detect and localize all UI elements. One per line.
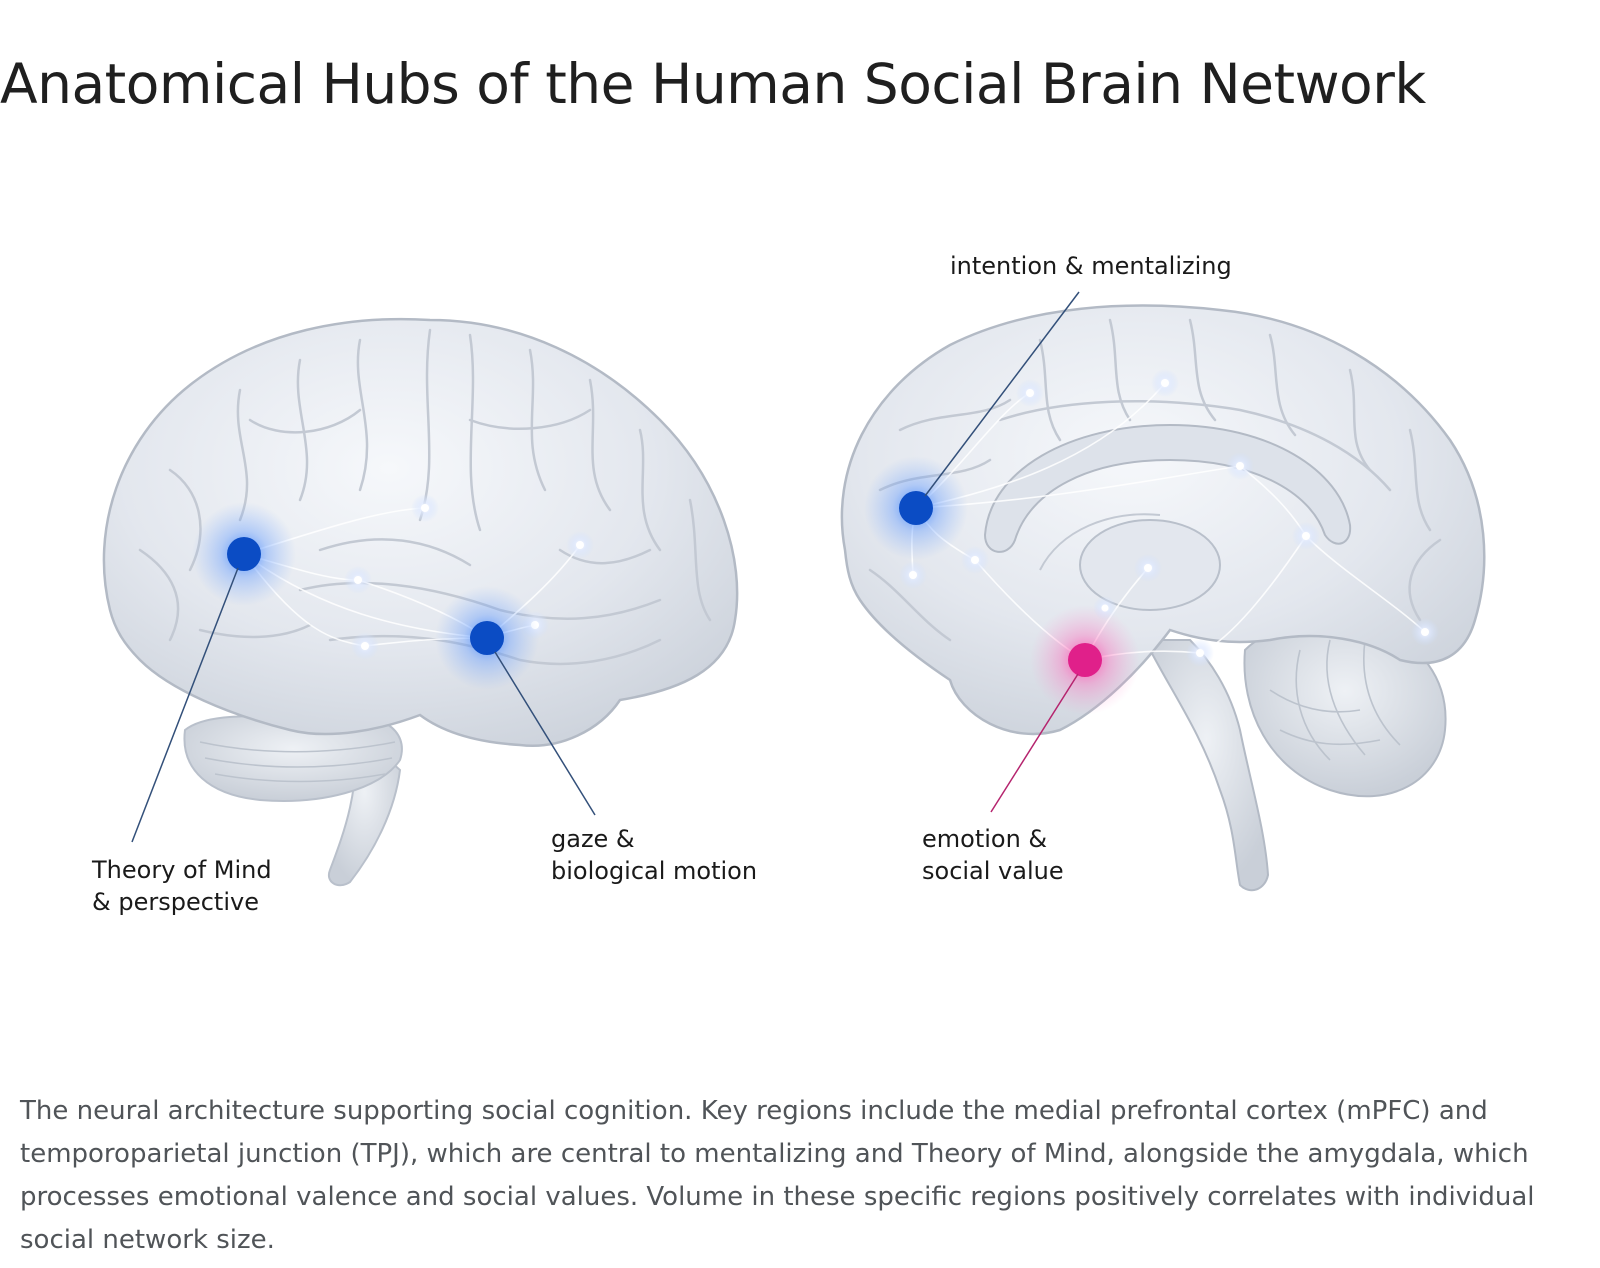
leader-line-intention	[924, 291, 1080, 497]
corpus-callosum	[983, 423, 1352, 553]
label-perspective: & perspective	[92, 888, 259, 916]
tpj-hub	[192, 502, 296, 606]
figure-caption: The neural architecture supporting socia…	[20, 1096, 1535, 1255]
label-gaze: gaze &	[551, 825, 635, 853]
medial-brainstem	[1143, 639, 1270, 892]
label-emotion: emotion &	[922, 825, 1047, 853]
label-intention-mentalizing: intention & mentalizing	[950, 252, 1232, 280]
label-social-value: social value	[922, 857, 1064, 885]
label-theory-of-mind: Theory of Mind	[91, 856, 272, 884]
medial-brain: intention & mentalizing emotion & social…	[840, 252, 1486, 892]
label-biological-motion: biological motion	[551, 857, 757, 885]
leader-line-gaze	[494, 651, 596, 816]
brain-figure: Theory of Mind & perspective gaze & biol…	[0, 170, 1600, 1050]
page-title: Anatomical Hubs of the Human Social Brai…	[0, 52, 1426, 116]
leader-line-tom	[131, 567, 239, 843]
amygdala-hub	[1030, 605, 1140, 715]
leader-line-emotion	[990, 673, 1079, 813]
brain-diagram: Theory of Mind & perspective gaze & biol…	[91, 252, 1486, 916]
medial-spark-nodes	[899, 369, 1439, 667]
sts-hub	[435, 586, 539, 690]
mpfc-hub	[864, 456, 968, 560]
lateral-brain: Theory of Mind & perspective gaze & biol…	[91, 317, 757, 916]
